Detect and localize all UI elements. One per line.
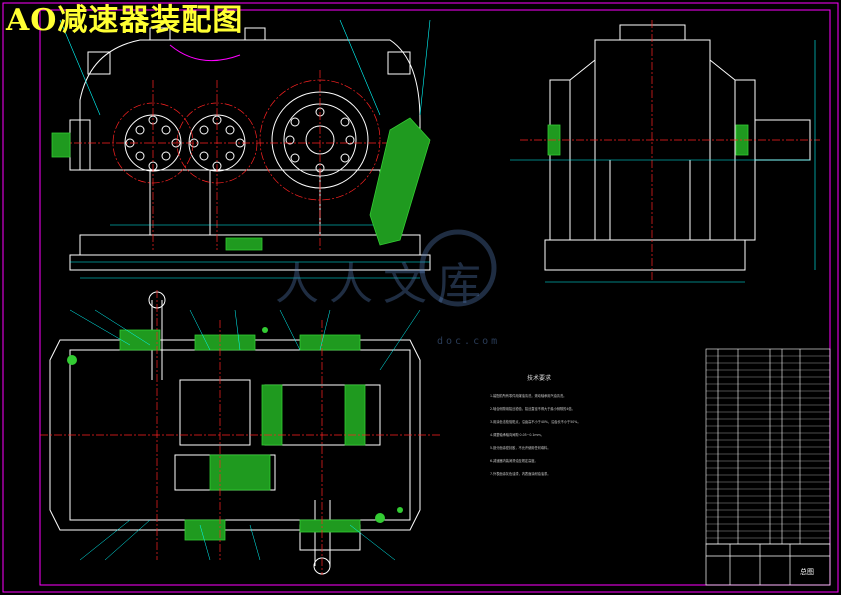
plan-view-leaders: [69, 309, 421, 561]
tech-note-line: 3.用涂色法检验斑点，沿齿高不小于40%，沿齿长不小于50%。: [490, 420, 581, 424]
tech-note-line: 6.减速器内装润滑油至规定高度。: [490, 459, 538, 463]
side-view-centerlines: [520, 20, 820, 280]
side-view-dimensions: [510, 40, 816, 283]
watermark-text: 人人文库: [275, 259, 491, 310]
tech-notes-title: 技术要求: [527, 375, 552, 382]
front-view-gears: [124, 91, 369, 189]
front-view-hatch-and-oil-gauge: [51, 117, 431, 251]
parts-list-rows: [706, 355, 830, 539]
plan-view-centerlines: [40, 290, 440, 575]
watermark-url: doc.com: [437, 336, 501, 347]
plan-view-hatch: [119, 329, 366, 541]
tech-note-line: 7.外表面涂灰色油漆，内表面涂耐油油漆。: [490, 472, 551, 476]
tech-note-line: 1.装配前所有零件用煤油清洗，滚动轴承用汽油清洗。: [490, 394, 567, 398]
parts-list-table: [705, 348, 831, 545]
front-view-breakout-curve: [169, 44, 241, 62]
side-view: [544, 24, 811, 271]
front-view-dimensions: [59, 19, 431, 279]
front-view-centerlines: [60, 70, 430, 250]
plan-view-bolt-marks: [67, 327, 403, 523]
tech-note-line: 2.啮合侧隙用铅丝检验，铅丝直径不得大于最小侧隙的4倍。: [490, 407, 575, 411]
title-block-label: 总图: [800, 568, 814, 576]
drawing-title: AO减速器装配图: [6, 3, 244, 38]
title-block: [705, 543, 831, 586]
tech-note-line: 5.剖分面涂密封胶，不允许使用任何填料。: [490, 446, 551, 450]
tech-note-line: 4.调整轴承轴向间隙 0.05~0.1mm。: [490, 433, 544, 437]
watermark-logo: [419, 229, 497, 307]
tech-notes-list: 1.装配前所有零件用煤油清洗，滚动轴承用汽油清洗。 2.啮合侧隙用铅丝检验，铅丝…: [490, 390, 630, 481]
